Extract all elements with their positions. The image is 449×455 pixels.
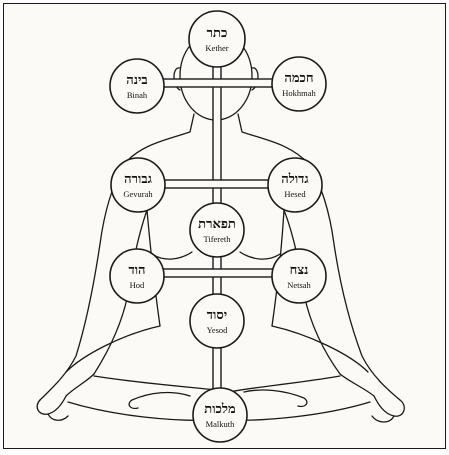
sephirah-hokhmah: חכמה Hokhmah <box>271 56 327 112</box>
sephirah-name: Kether <box>205 43 228 53</box>
sephirah-kether: כתר Kether <box>188 10 246 68</box>
sephirah-malkuth: מלכות Malkuth <box>192 387 248 443</box>
sephirah-name: Netsah <box>287 280 311 290</box>
sephirah-name: Binah <box>127 90 148 100</box>
sephirah-hod: הוד Hod <box>109 248 165 304</box>
sephirah-hebrew: נצח <box>290 263 309 278</box>
sephirah-name: Tifereth <box>203 234 231 244</box>
sephirah-hesed: גדולה Hesed <box>267 157 323 213</box>
sephirah-name: Yesod <box>207 325 229 335</box>
sephirah-netsah: נצח Netsah <box>271 248 327 304</box>
sephirah-hebrew: כתר <box>207 26 228 41</box>
sephirah-gevurah: גבורה Gevurah <box>110 157 166 213</box>
sephirah-hebrew: תפארת <box>198 217 236 232</box>
diagram-frame: כתר Kether בינה Binah חכמה Hokhmah גבורה… <box>3 3 446 449</box>
sephirah-name: Gevurah <box>123 189 153 199</box>
sephirah-hebrew: חכמה <box>284 71 313 86</box>
sephirah-name: Malkuth <box>206 419 236 429</box>
sephirah-binah: בינה Binah <box>109 58 165 114</box>
sephirah-hebrew: יסוד <box>207 308 227 323</box>
tree-of-life-diagram: כתר Kether בינה Binah חכמה Hokhmah גבורה… <box>36 10 405 443</box>
sephirah-hebrew: הוד <box>128 263 145 278</box>
sephirah-hebrew: מלכות <box>204 402 236 417</box>
sephirah-tifereth: תפארת Tifereth <box>189 202 245 258</box>
sephirah-yesod: יסוד Yesod <box>189 293 245 349</box>
sephirah-name: Hod <box>130 280 145 290</box>
sephirah-name: Hokhmah <box>282 88 316 98</box>
sephirah-hebrew: גדולה <box>281 172 308 187</box>
sephirah-name: Hesed <box>284 189 306 199</box>
sephirah-hebrew: בינה <box>126 73 147 88</box>
sephirah-hebrew: גבורה <box>124 172 152 187</box>
